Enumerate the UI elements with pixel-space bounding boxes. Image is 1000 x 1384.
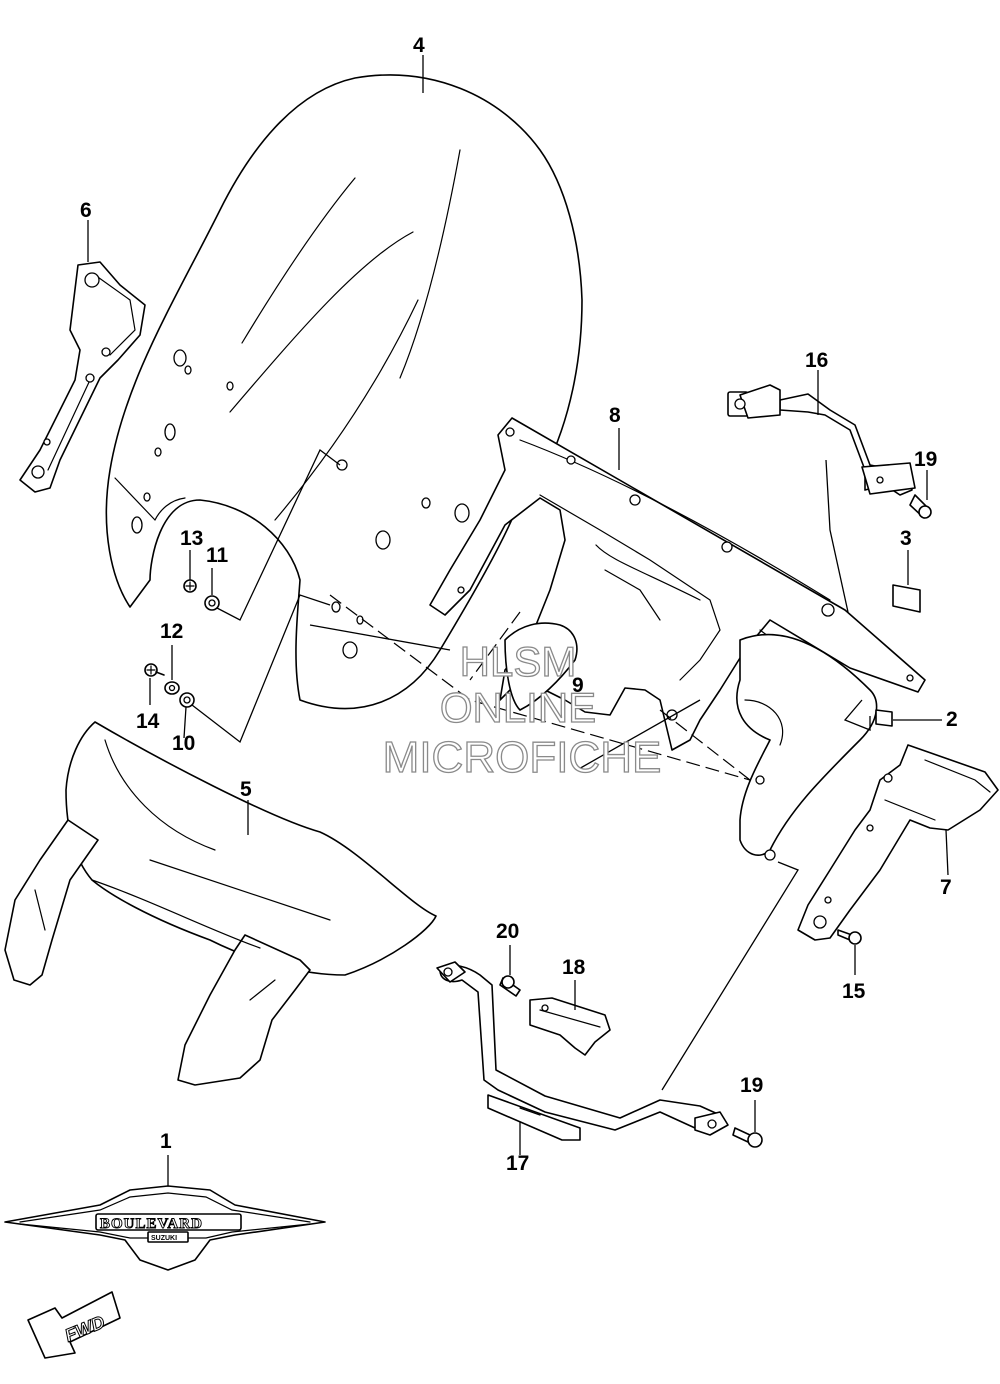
watermark-line-1: HLSM (460, 638, 577, 685)
watermark: HLSM ONLINE MICROFICHE (382, 637, 662, 782)
washer-part-12 (164, 681, 180, 695)
callout-13: 13 (180, 527, 203, 550)
lower-deflector-part-5 (4, 721, 437, 1086)
boulevard-emblem-part-1: BOULEVARD SUZUKI (4, 1185, 326, 1271)
callout-16: 16 (805, 349, 828, 372)
callout-11: 11 (206, 544, 229, 567)
callout-4: 4 (413, 34, 425, 57)
callout-18: 18 (562, 956, 586, 979)
callout-9: 9 (572, 674, 584, 697)
callout-10: 10 (172, 732, 195, 755)
left-bracket-part-6 (19, 261, 146, 493)
screw-part-13 (183, 579, 197, 593)
callout-7: 7 (940, 876, 952, 899)
washer-part-11 (204, 595, 220, 611)
bolt-part-19-upper (909, 494, 932, 519)
callout-20: 20 (496, 920, 519, 943)
bolt-part-20 (499, 975, 521, 997)
forward-arrow-icon: FWD (27, 1291, 121, 1359)
pad-part-3 (892, 584, 921, 613)
callout-numbers: 4 6 8 16 19 3 2 7 9 13 11 12 14 10 5 15 … (80, 34, 958, 1175)
right-bracket-part-7 (797, 744, 999, 941)
callout-leaders (87, 55, 949, 1195)
callout-1: 1 (160, 1130, 172, 1153)
callout-14: 14 (136, 710, 160, 733)
lower-stay-part-17 (436, 961, 729, 1141)
callout-17: 17 (506, 1152, 529, 1175)
watermark-line-3: MICROFICHE (383, 733, 662, 782)
callout-8: 8 (609, 404, 621, 427)
screw-part-15 (837, 929, 862, 945)
watermark-line-2: ONLINE (440, 684, 596, 731)
callout-19-upper: 19 (914, 448, 937, 471)
windshield-part-4 (105, 74, 583, 710)
inner-cowl-part-9 (504, 622, 878, 861)
clamp-part-18 (529, 997, 611, 1056)
callout-15: 15 (842, 980, 866, 1003)
callout-12: 12 (160, 620, 183, 643)
callout-5: 5 (240, 778, 252, 801)
upper-stay-part-16 (727, 384, 916, 496)
bolt-part-19-lower (732, 1127, 763, 1148)
callout-6: 6 (80, 199, 92, 222)
pad-part-2 (875, 709, 893, 727)
screw-part-14 (144, 663, 165, 677)
emblem-brand-text: BOULEVARD (100, 1216, 203, 1232)
assembly-lines (191, 449, 871, 1091)
callout-19-lower: 19 (740, 1074, 763, 1097)
grommet-part-10 (179, 692, 195, 708)
callout-3: 3 (900, 527, 912, 550)
emblem-maker-text: SUZUKI (151, 1235, 177, 1242)
callout-2: 2 (946, 708, 958, 731)
